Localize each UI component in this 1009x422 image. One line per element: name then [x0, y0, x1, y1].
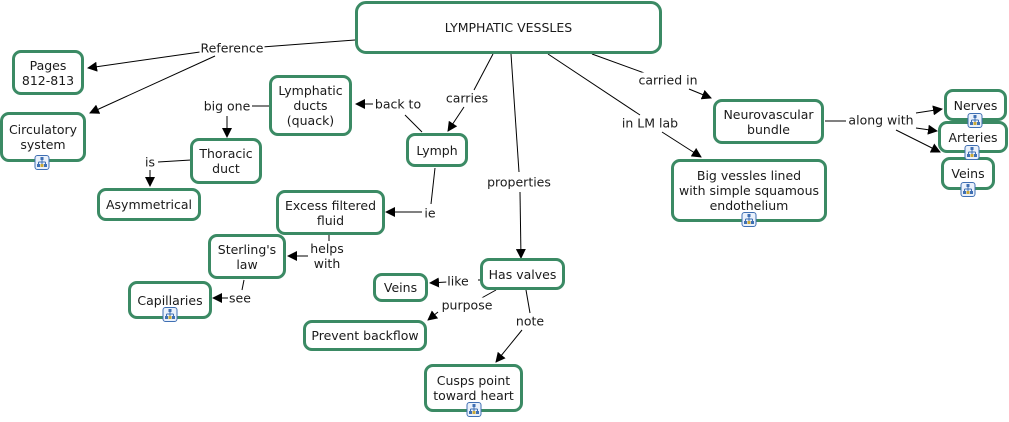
link-big-one[interactable]: big one: [202, 98, 252, 114]
concept-thoracic-duct[interactable]: Thoracic duct: [190, 138, 262, 184]
concept-nerves[interactable]: Nerves: [944, 89, 1007, 121]
edge-sterling-see: [241, 279, 245, 291]
concept-main[interactable]: LYMPHATIC VESSLES: [355, 1, 662, 54]
concept-neurovascular-bundle[interactable]: Neurovascular bundle: [713, 99, 824, 144]
edge-reference-pages: [87, 51, 201, 72]
edge-alongwith-veins: [895, 129, 941, 153]
edge-thoracic-is: [157, 159, 192, 163]
link-carried-in[interactable]: carried in: [637, 72, 699, 88]
concept-circulatory-system[interactable]: Circulatory system: [0, 112, 86, 162]
edge-main-inlmlab: [547, 53, 641, 116]
edge-valves-note: [525, 289, 531, 314]
edge-note-cusps: [495, 329, 523, 363]
link-reference[interactable]: Reference: [199, 40, 265, 56]
link-see[interactable]: see: [228, 290, 252, 306]
resource-icon-circulatory[interactable]: [34, 155, 50, 170]
link-properties[interactable]: properties: [486, 174, 552, 190]
edge-alongwith-arteries: [915, 124, 938, 135]
edge-inlmlab-big: [661, 131, 702, 158]
concept-excess-filtered-fluid[interactable]: Excess filtered fluid: [276, 190, 385, 235]
edge-carriedin-neuro: [688, 88, 712, 100]
link-along-with[interactable]: along with: [847, 112, 915, 128]
link-like[interactable]: like: [446, 273, 470, 289]
concept-lymph[interactable]: Lymph: [406, 133, 468, 167]
resource-icon-big-vessles[interactable]: [741, 212, 757, 227]
resource-icon-capillaries[interactable]: [162, 307, 178, 322]
resource-icon-nerves[interactable]: [967, 113, 983, 128]
link-back-to[interactable]: back to: [373, 96, 423, 112]
concept-lymphatic-ducts[interactable]: Lymphatic ducts (quack): [269, 75, 352, 136]
edge-main-properties: [510, 53, 520, 173]
link-ie[interactable]: ie: [423, 205, 437, 221]
concept-prevent-backflow[interactable]: Prevent backflow: [303, 320, 427, 351]
link-in-lm-lab[interactable]: in LM lab: [620, 115, 680, 131]
edge-lymph-backto: [404, 114, 423, 133]
edge-like-veins: [429, 277, 448, 288]
edge-purpose-prevent: [427, 310, 439, 321]
concept-big-vessles[interactable]: Big vessles lined with simple squamous e…: [671, 159, 827, 222]
concept-sterlings-law[interactable]: Sterling's law: [208, 234, 286, 279]
concept-pages[interactable]: Pages 812-813: [12, 50, 84, 95]
edge-reference-circulatory: [89, 55, 216, 114]
link-is[interactable]: is: [144, 154, 156, 170]
edge-main-carries: [473, 53, 494, 91]
link-carries[interactable]: carries: [444, 90, 490, 106]
edge-main-reference: [261, 39, 356, 48]
link-purpose[interactable]: purpose: [440, 297, 494, 313]
resource-icon-veins-right[interactable]: [960, 182, 976, 197]
edge-lymph-ie: [430, 167, 436, 205]
link-note[interactable]: note: [514, 313, 546, 329]
concept-has-valves[interactable]: Has valves: [480, 258, 565, 290]
link-helps-with[interactable]: helps with: [309, 241, 345, 271]
edge-alongwith-nerves: [915, 105, 943, 116]
edge-properties-valves: [515, 191, 526, 259]
resource-icon-cusps[interactable]: [466, 402, 482, 417]
concept-veins-left[interactable]: Veins: [373, 273, 428, 302]
edge-carries-lymph: [447, 106, 465, 132]
resource-icon-arteries[interactable]: [964, 145, 980, 160]
concept-asymmetrical[interactable]: Asymmetrical: [97, 188, 201, 221]
edge-main-carriedin: [591, 53, 648, 75]
